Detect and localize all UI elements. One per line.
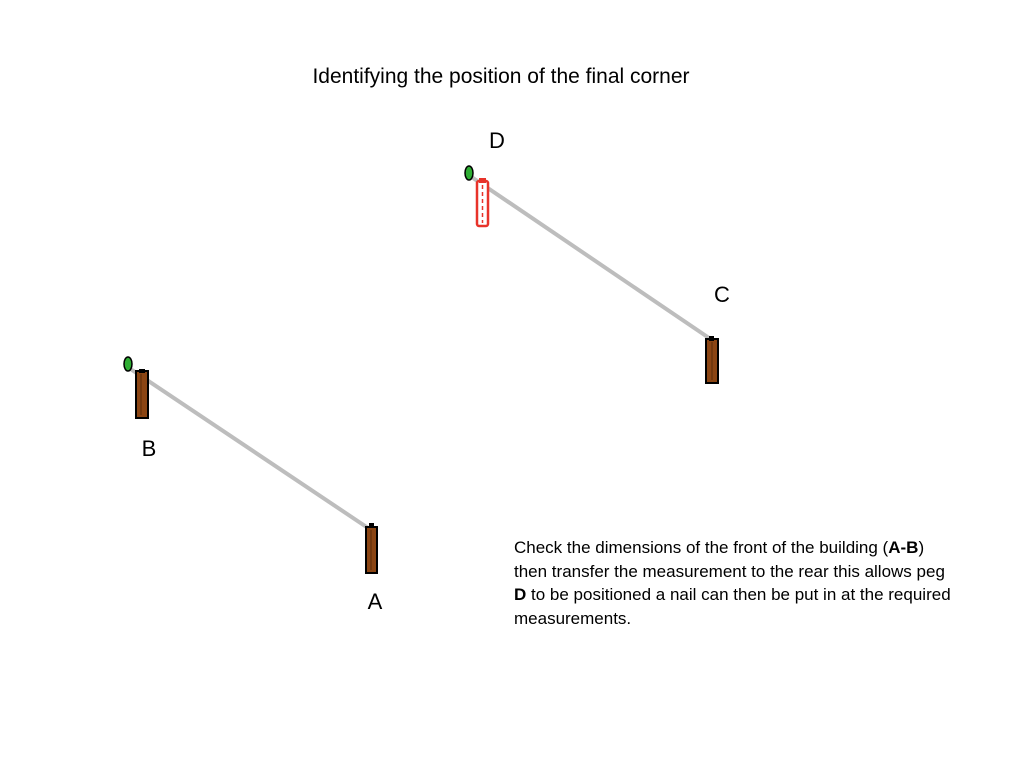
- note-text-1: Check the dimensions of the front of the…: [514, 538, 889, 557]
- peg-d[interactable]: [475, 178, 490, 228]
- note-text-3: to be positioned a nail can then be put …: [514, 585, 951, 628]
- nail-head-b: [123, 356, 133, 372]
- peg-c[interactable]: [705, 336, 719, 384]
- string-line-c-d: [471, 176, 714, 342]
- note-text-2: ) then transfer the measurement to the r…: [514, 538, 945, 581]
- peg-label-d: D: [489, 128, 505, 153]
- peg-label-c: C: [714, 282, 730, 307]
- peg-label-b: B: [141, 436, 157, 461]
- note-bold-d: D: [514, 585, 527, 604]
- peg-b[interactable]: [135, 369, 149, 419]
- peg-a[interactable]: [365, 523, 378, 574]
- nail-head-d: [464, 165, 474, 181]
- string-line-a-b: [130, 368, 373, 532]
- instruction-note: Check the dimensions of the front of the…: [514, 536, 959, 630]
- slide-title: Identifying the position of the final co…: [312, 65, 690, 88]
- note-bold-a-b: A-B: [888, 538, 919, 557]
- peg-label-a: A: [367, 589, 383, 614]
